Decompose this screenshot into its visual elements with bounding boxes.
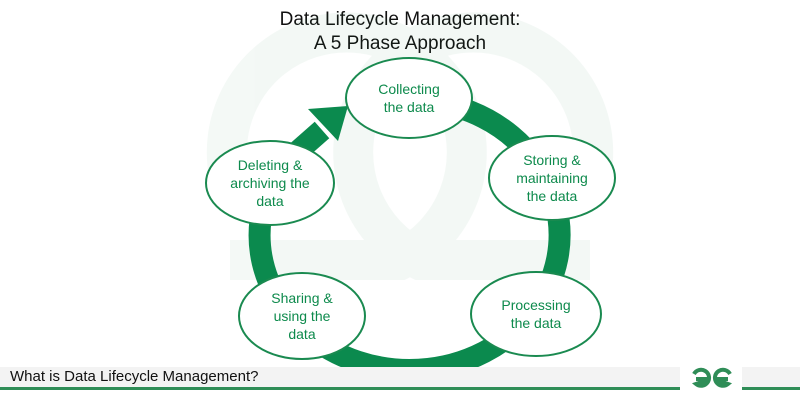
phase-ellipse-deleting xyxy=(205,140,335,226)
phase-ellipse-collecting xyxy=(345,57,473,139)
phase-label-line: maintaining xyxy=(516,170,588,186)
phase-storing: Storing & maintaining the data xyxy=(489,136,615,220)
phase-label-line: the data xyxy=(526,188,578,204)
phase-processing: Processing the data xyxy=(471,272,601,356)
diagram-title: Data Lifecycle Management: A 5 Phase App… xyxy=(0,8,800,56)
phase-ellipse-sharing xyxy=(238,272,366,360)
phase-label-line: the data xyxy=(510,315,562,331)
title-line-1: Data Lifecycle Management: xyxy=(279,9,521,30)
footer-bar-right xyxy=(742,367,800,390)
phase-label-line: using the xyxy=(273,308,331,324)
phase-collecting: Collecting the data xyxy=(346,58,472,138)
phase-label-line: the data xyxy=(383,99,435,115)
phase-label-line: Deleting & xyxy=(237,157,303,173)
phase-label-line: Collecting xyxy=(378,81,440,97)
phase-deleting: Deleting & archiving the data xyxy=(206,141,334,225)
title-line-2: A 5 Phase Approach xyxy=(313,33,487,54)
phase-label-line: Storing & xyxy=(523,152,581,168)
gfg-logo xyxy=(688,364,736,392)
phase-ellipse-processing xyxy=(470,271,602,357)
footer-caption: What is Data Lifecycle Management? xyxy=(10,368,259,385)
phase-ellipse-storing xyxy=(488,135,616,221)
phase-label-line: Processing xyxy=(501,297,571,313)
phase-label-line: archiving the xyxy=(230,175,310,191)
phase-sharing: Sharing & using the data xyxy=(239,273,365,359)
phase-label-line: Sharing & xyxy=(271,290,333,306)
cycle-arrow-head xyxy=(308,106,348,141)
phase-label-line: data xyxy=(288,326,316,342)
watermark-logo xyxy=(206,12,614,280)
footer-bar: What is Data Lifecycle Management? xyxy=(0,367,680,390)
phase-label-line: data xyxy=(256,193,284,209)
